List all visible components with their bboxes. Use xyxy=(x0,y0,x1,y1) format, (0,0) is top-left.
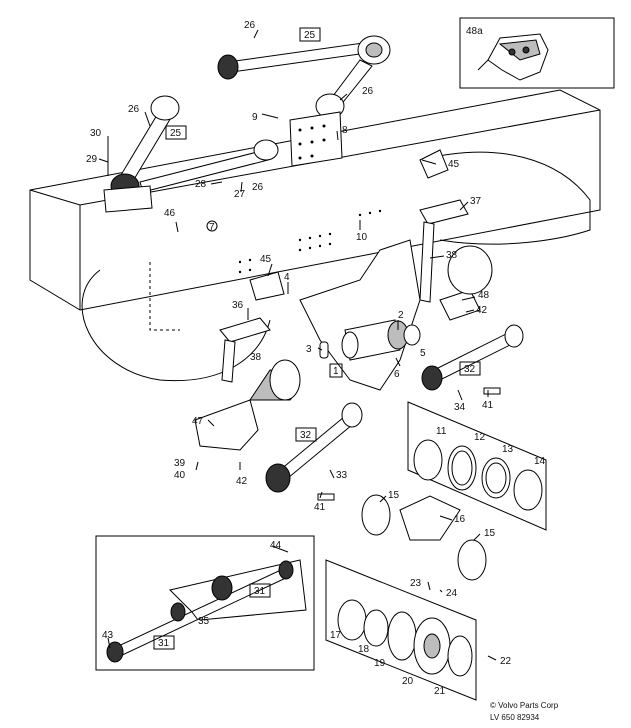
callout-48: 48 xyxy=(478,290,490,301)
callout-labels: 26 25 26 26 9 8 30 25 29 28 27 26 45 46 … xyxy=(86,20,546,697)
callout-24: 24 xyxy=(446,588,458,599)
callout-22: 22 xyxy=(500,656,512,667)
callout-26: 26 xyxy=(362,86,374,97)
callout-45: 45 xyxy=(260,254,272,265)
drawing-number: LV 650 82934 xyxy=(490,713,540,722)
callout-37: 37 xyxy=(470,196,482,207)
callout-25: 25 xyxy=(170,128,182,139)
callout-27: 27 xyxy=(234,189,246,200)
callout-19: 19 xyxy=(374,658,386,669)
inset-48a-label: 48a xyxy=(466,26,483,37)
callout-4: 4 xyxy=(284,272,290,283)
upper-reaction-rods xyxy=(103,35,391,213)
callout-14: 14 xyxy=(534,456,546,467)
callout-26: 26 xyxy=(252,182,264,193)
callout-32: 32 xyxy=(300,430,312,441)
inset-48a: 48a xyxy=(459,17,615,89)
callout-12: 12 xyxy=(474,432,486,443)
callout-42: 42 xyxy=(476,305,488,316)
callout-23: 23 xyxy=(410,578,422,589)
callout-41: 41 xyxy=(482,400,494,411)
callout-18: 18 xyxy=(358,644,370,655)
callout-34: 34 xyxy=(454,402,466,413)
callout-42: 42 xyxy=(236,476,248,487)
callout-10: 10 xyxy=(356,232,368,243)
footer: © Volvo Parts Corp LV 650 82934 xyxy=(490,701,559,722)
callout-44: 44 xyxy=(270,540,282,551)
callout-26: 26 xyxy=(244,20,256,31)
callout-38: 38 xyxy=(250,352,262,363)
callout-31: 31 xyxy=(158,638,170,649)
callout-28: 28 xyxy=(195,179,207,190)
callout-9: 9 xyxy=(252,112,258,123)
callout-41: 41 xyxy=(314,502,326,513)
inset-reaction-rod-alt xyxy=(95,535,315,671)
callout-17: 17 xyxy=(330,630,342,641)
callout-36: 36 xyxy=(232,300,244,311)
callout-43: 43 xyxy=(102,630,114,641)
hanger-brackets xyxy=(194,149,493,451)
callout-25: 25 xyxy=(304,30,316,41)
callout-16: 16 xyxy=(454,514,466,525)
callout-38: 38 xyxy=(446,250,458,261)
callout-33: 33 xyxy=(336,470,348,481)
callout-46: 46 xyxy=(164,208,176,219)
callout-26: 26 xyxy=(128,104,140,115)
callout-5: 5 xyxy=(420,348,426,359)
callout-31: 31 xyxy=(254,586,266,597)
callout-8: 8 xyxy=(342,125,348,136)
copyright-text: © Volvo Parts Corp xyxy=(490,701,559,710)
callout-47: 47 xyxy=(192,416,204,427)
callout-2: 2 xyxy=(398,310,404,321)
bearing-exploded-view xyxy=(325,401,547,701)
callout-7: 7 xyxy=(209,222,215,233)
callout-6: 6 xyxy=(394,369,400,380)
callout-30: 30 xyxy=(90,128,102,139)
callout-35: 35 xyxy=(198,616,210,627)
lower-reaction-rods xyxy=(265,324,524,501)
callout-21: 21 xyxy=(434,686,446,697)
callout-15: 15 xyxy=(388,490,400,501)
callout-40: 40 xyxy=(174,470,186,481)
callout-15: 15 xyxy=(484,528,496,539)
callout-3: 3 xyxy=(306,344,312,355)
callout-39: 39 xyxy=(174,458,186,469)
leader-lines xyxy=(98,29,497,661)
callout-13: 13 xyxy=(502,444,514,455)
callout-11: 11 xyxy=(436,426,447,437)
frame-rail xyxy=(29,89,601,382)
central-bracket xyxy=(299,239,481,391)
callout-32: 32 xyxy=(464,364,476,375)
callout-29: 29 xyxy=(86,154,98,165)
callout-45: 45 xyxy=(448,159,460,170)
callout-1: 1 xyxy=(333,366,339,377)
callout-20: 20 xyxy=(402,676,414,687)
